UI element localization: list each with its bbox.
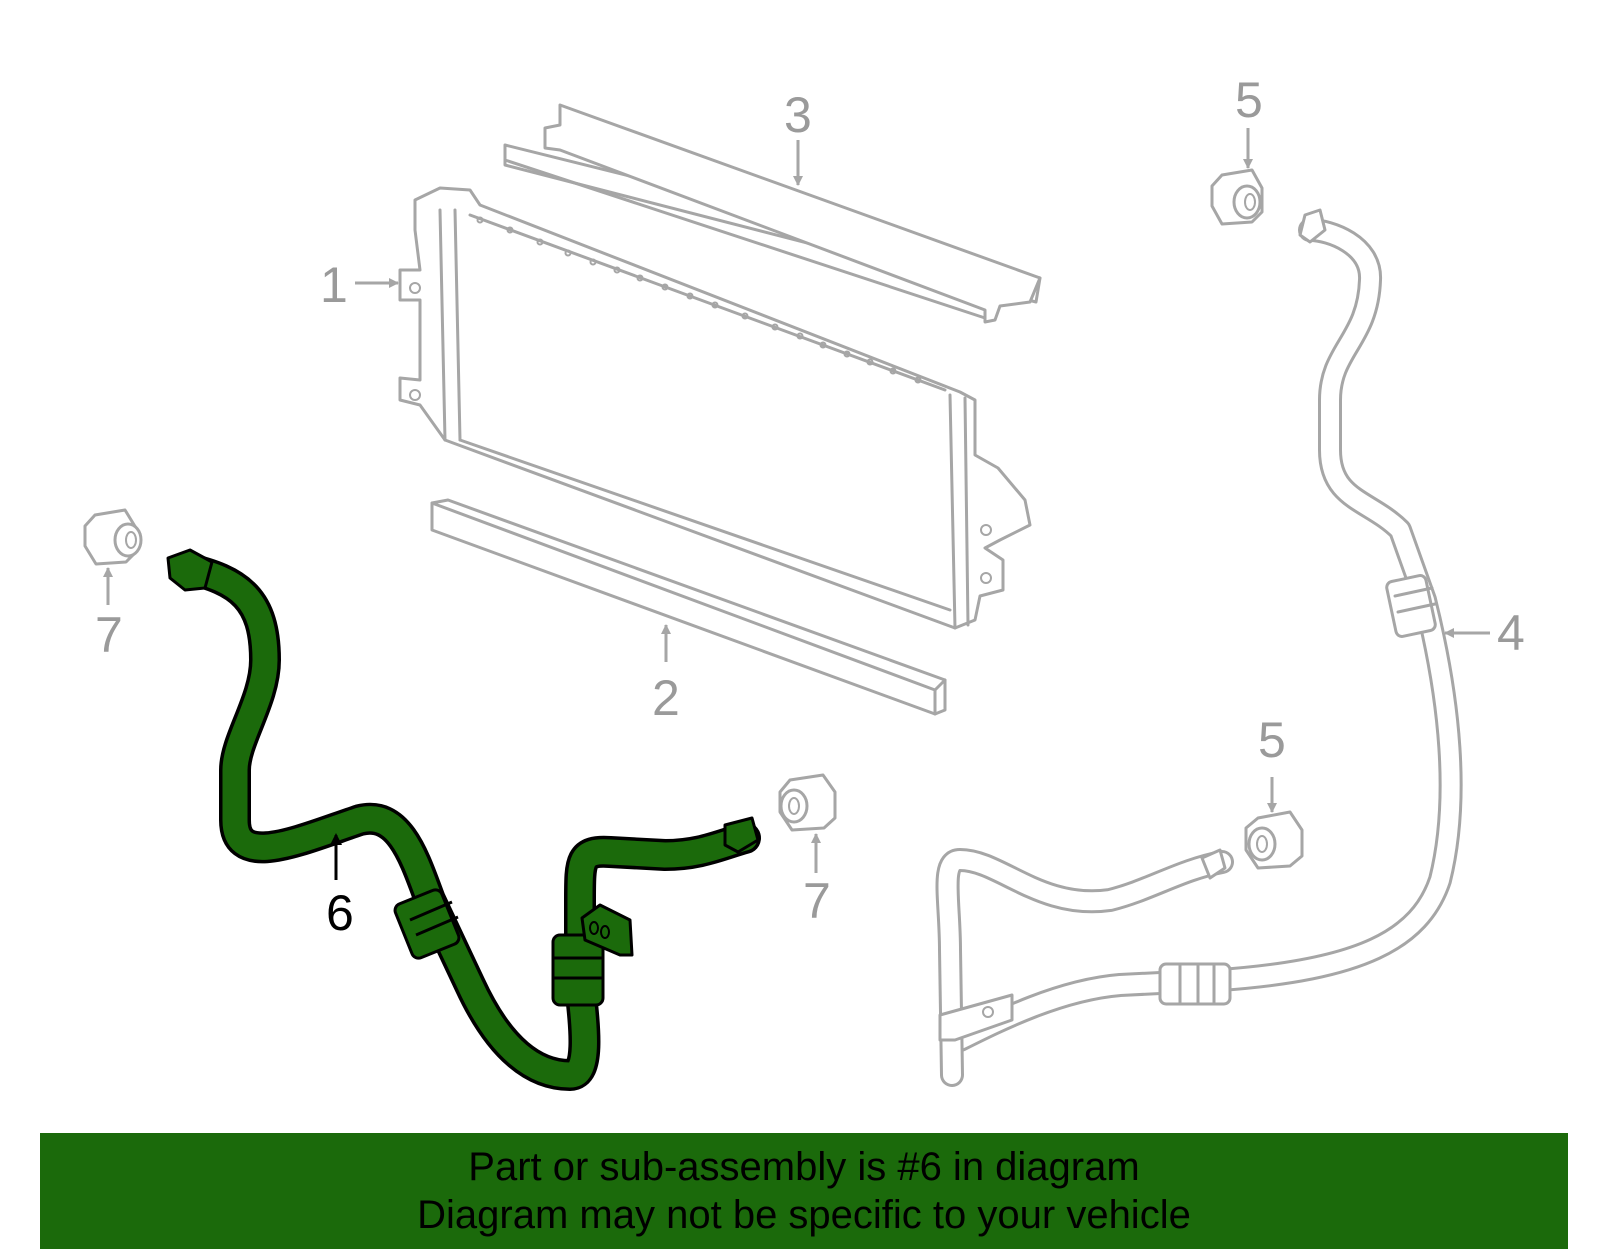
banner-line-2: Diagram may not be specific to your vehi… <box>417 1193 1191 1237</box>
cooler-line-part-4[interactable] <box>935 208 1463 1087</box>
leader-arrows <box>103 128 1490 880</box>
lower-seal-part-2[interactable] <box>430 498 947 716</box>
callout-4: 4 <box>1497 605 1525 661</box>
callout-2: 2 <box>652 670 680 726</box>
nut-part-5-upper[interactable] <box>1210 168 1264 226</box>
callout-5-lower: 5 <box>1258 712 1286 768</box>
callout-1: 1 <box>320 257 348 313</box>
callout-3: 3 <box>784 87 812 143</box>
banner-line-1: Part or sub-assembly is #6 in diagram <box>468 1145 1140 1189</box>
nut-part-7-left[interactable] <box>83 508 143 566</box>
info-banner: Part or sub-assembly is #6 in diagram Di… <box>40 1133 1568 1249</box>
upper-seal-part-3[interactable] <box>503 103 1042 324</box>
callout-7-right: 7 <box>803 873 831 929</box>
cooler-part-1[interactable] <box>398 186 1032 630</box>
cooler-hose-part-6[interactable] <box>166 548 761 1091</box>
callout-7-left: 7 <box>95 607 123 663</box>
nut-part-7-right[interactable] <box>778 773 837 832</box>
callout-5-upper: 5 <box>1235 72 1263 128</box>
callout-6: 6 <box>326 885 354 941</box>
nut-part-5-lower[interactable] <box>1244 810 1304 870</box>
